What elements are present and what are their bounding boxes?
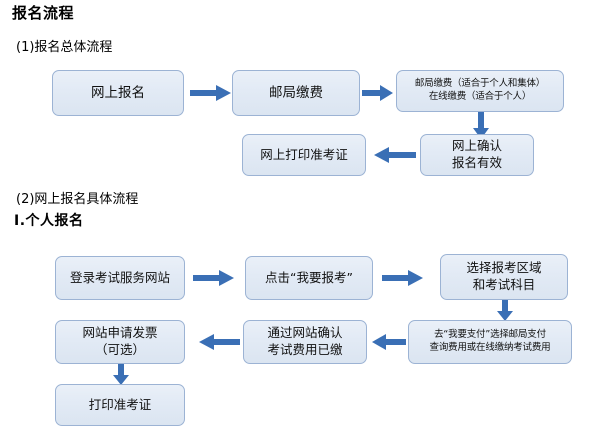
node-label: 网上确认 报名有效 xyxy=(451,138,502,170)
node-label: 选择报考区域 和考试科目 xyxy=(466,260,542,292)
flow2-node-click-apply[interactable]: 点击“我要报考” xyxy=(245,256,373,300)
flow2-node-print-ticket[interactable]: 打印准考证 xyxy=(55,384,185,426)
flow1-node-online-registration[interactable]: 网上报名 xyxy=(52,70,184,116)
node-label: 点击“我要报考” xyxy=(265,269,353,285)
flow2-arrow-4-left xyxy=(370,333,406,351)
flow2-arrow-2-right xyxy=(382,269,424,287)
page-title: 报名流程 xyxy=(12,4,75,22)
flow1-arrow-3-down xyxy=(472,112,490,140)
flow1-arrow-1-right xyxy=(190,84,232,102)
flow2-arrow-1-right xyxy=(193,269,235,287)
flow1-node-post-office-payment[interactable]: 邮局缴费 xyxy=(232,70,360,116)
flow1-arrow-2-right xyxy=(362,84,394,102)
flow2-node-login-exam-site[interactable]: 登录考试服务网站 xyxy=(55,256,185,300)
flow2-node-payment-query[interactable]: 去“我要支付”选择邮局支付 查询费用或在线缴纳考试费用 xyxy=(408,320,572,364)
flow2-node-select-region-subject[interactable]: 选择报考区域 和考试科目 xyxy=(440,254,568,300)
flow2-node-confirm-fee-paid[interactable]: 通过网站确认 考试费用已缴 xyxy=(243,320,367,364)
node-label: 通过网站确认 考试费用已缴 xyxy=(267,325,343,357)
section-1-heading: (1)报名总体流程 xyxy=(16,40,113,55)
flow2-arrow-5-left xyxy=(196,333,240,351)
node-label: 登录考试服务网站 xyxy=(69,269,170,285)
node-label: 网上报名 xyxy=(91,84,145,101)
flow2-arrow-6-down xyxy=(112,364,130,386)
node-label: 网站申请发票 （可选） xyxy=(82,325,158,357)
node-label: 去“我要支付”选择邮局支付 查询费用或在线缴纳考试费用 xyxy=(429,329,551,353)
flow1-arrow-4-left xyxy=(372,146,416,164)
node-label: 网上打印准考证 xyxy=(260,146,348,162)
flow1-node-online-confirm[interactable]: 网上确认 报名有效 xyxy=(420,134,534,176)
flow2-arrow-3-down xyxy=(496,300,514,322)
node-label: 邮局缴费 xyxy=(269,84,323,101)
node-label: 邮局缴费（适合于个人和集体） 在线缴费（适合于个人） xyxy=(414,78,546,102)
section-2-subheading: Ⅰ.个人报名 xyxy=(14,213,84,229)
flow2-node-request-invoice[interactable]: 网站申请发票 （可选） xyxy=(55,320,185,364)
node-label: 打印准考证 xyxy=(88,396,152,412)
section-2-heading: (2)网上报名具体流程 xyxy=(16,192,139,207)
flow1-node-payment-options[interactable]: 邮局缴费（适合于个人和集体） 在线缴费（适合于个人） xyxy=(396,70,564,112)
flow1-node-print-admission-ticket[interactable]: 网上打印准考证 xyxy=(242,134,366,176)
